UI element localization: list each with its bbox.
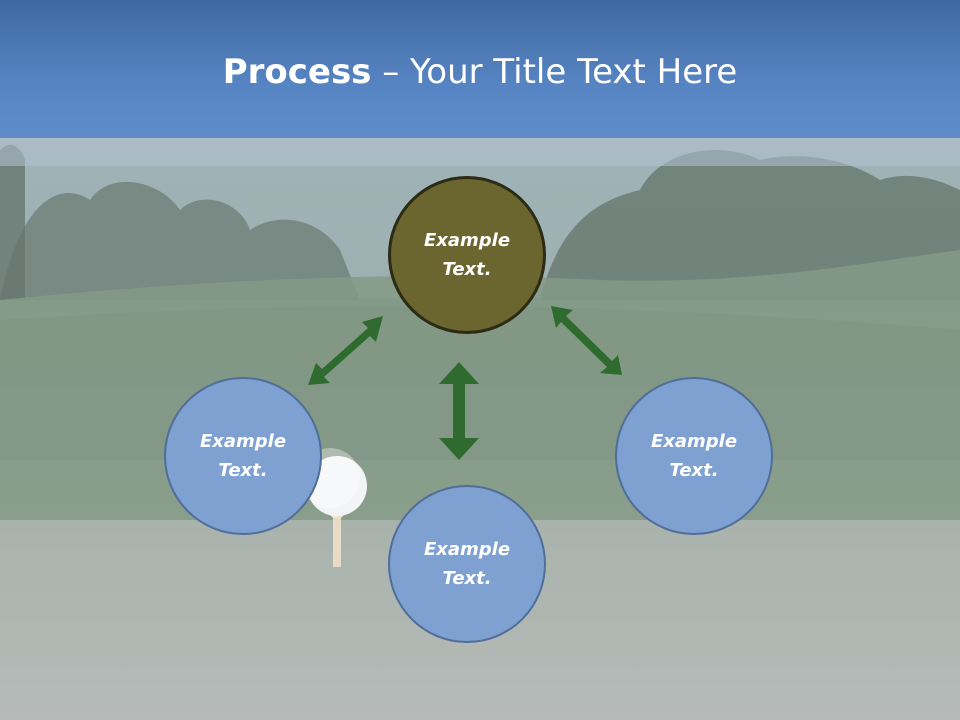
title-band: Process – Your Title Text Here	[0, 0, 960, 138]
center-circle: Example Text.	[388, 176, 546, 334]
title-bold: Process	[222, 52, 372, 92]
node-circle-bottom: Example Text.	[388, 485, 546, 643]
center-circle-line1: Example	[423, 230, 511, 251]
photo-strip	[0, 138, 960, 166]
node-left-line1: Example	[199, 431, 287, 452]
golf-ball	[307, 456, 367, 516]
center-circle-line2: Text.	[442, 259, 492, 280]
node-bottom-line2: Text.	[442, 568, 492, 589]
title-rest: – Your Title Text Here	[371, 52, 738, 92]
arrow-center-right	[551, 306, 622, 375]
arrow-center-left	[308, 316, 383, 385]
arrow-center-bottom	[439, 362, 479, 460]
node-circle-right: Example Text.	[615, 377, 773, 535]
node-left-line2: Text.	[218, 460, 268, 481]
node-bottom-line1: Example	[423, 539, 511, 560]
node-right-line2: Text.	[669, 460, 719, 481]
node-circle-left: Example Text.	[164, 377, 322, 535]
slide-title: Process – Your Title Text Here	[0, 52, 960, 92]
node-right-line1: Example	[650, 431, 738, 452]
golf-tee	[333, 505, 341, 567]
arrows-group	[308, 306, 622, 460]
